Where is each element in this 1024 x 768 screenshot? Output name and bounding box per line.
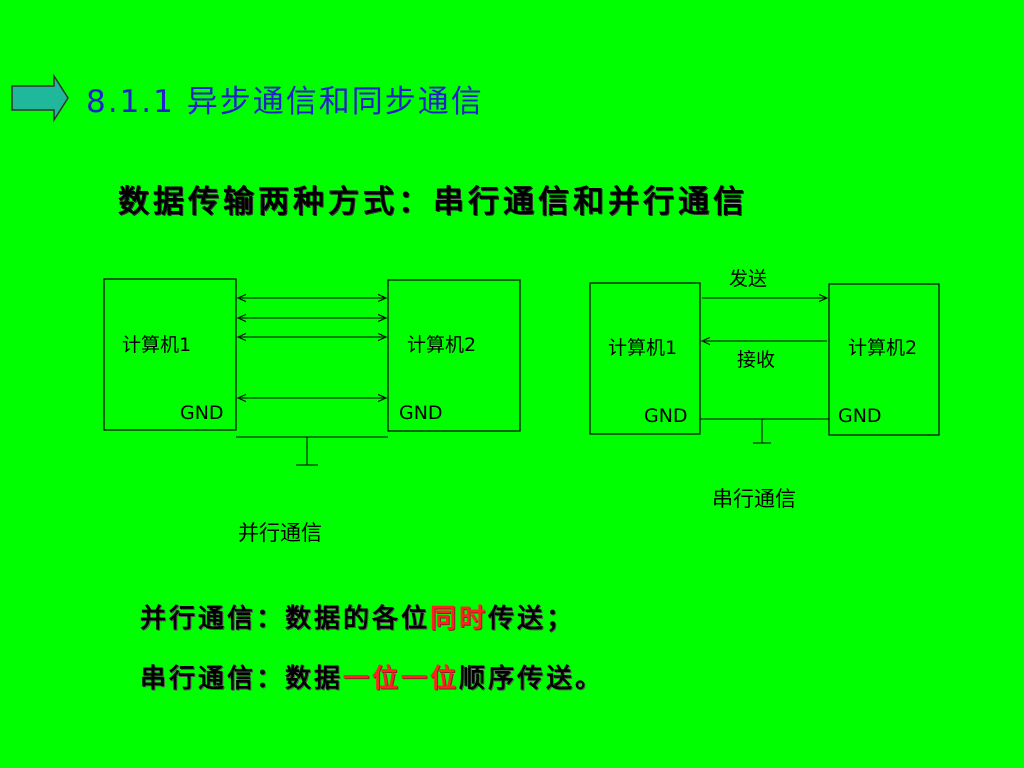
- section-number: 8.1.1: [86, 84, 175, 120]
- serial-caption: 串行通信: [712, 487, 796, 511]
- serial-computer2-label: 计算机2: [848, 337, 917, 359]
- parallel-caption: 并行通信: [238, 521, 322, 545]
- page-title: 8.1.1 异步通信和同步通信: [86, 76, 484, 121]
- subtitle: 数据传输两种方式：串行通信和并行通信: [118, 184, 748, 220]
- serial-computer1-box: [589, 282, 701, 435]
- serial-send-label: 发送: [729, 268, 767, 290]
- serial-note-suffix: 顺序传送。: [459, 664, 605, 694]
- serial-computer2-box: [828, 283, 940, 436]
- serial-gnd1-label: GND: [644, 405, 688, 427]
- serial-computer1-label: 计算机1: [608, 337, 677, 359]
- right-arrow-icon: [11, 73, 69, 123]
- parallel-note-prefix: 并行通信：数据的各位: [140, 604, 431, 634]
- serial-diagram: 发送 接收 计算机1 计算机2 GND GND 串行通信: [589, 268, 940, 511]
- serial-gnd2-label: GND: [838, 405, 882, 427]
- serial-note-prefix: 串行通信：数据: [140, 664, 344, 694]
- parallel-note-suffix: 传送；: [488, 604, 576, 634]
- serial-note-highlight: 一位一位: [343, 664, 460, 694]
- parallel-gnd1-label: GND: [180, 402, 224, 424]
- parallel-computer1-label: 计算机1: [122, 334, 191, 356]
- parallel-gnd2-label: GND: [399, 402, 443, 424]
- parallel-note: 并行通信：数据的各位同时传送；: [140, 598, 575, 635]
- parallel-computer2-box: [387, 279, 521, 432]
- parallel-computer2-label: 计算机2: [407, 334, 476, 356]
- section-title: 异步通信和同步通信: [186, 84, 484, 120]
- parallel-note-highlight: 同时: [430, 604, 489, 634]
- parallel-diagram: 计算机1 计算机2 GND GND 并行通信: [103, 278, 521, 545]
- parallel-computer1-box: [103, 278, 237, 431]
- serial-note: 串行通信：数据一位一位顺序传送。: [140, 658, 604, 695]
- serial-receive-label: 接收: [737, 349, 775, 371]
